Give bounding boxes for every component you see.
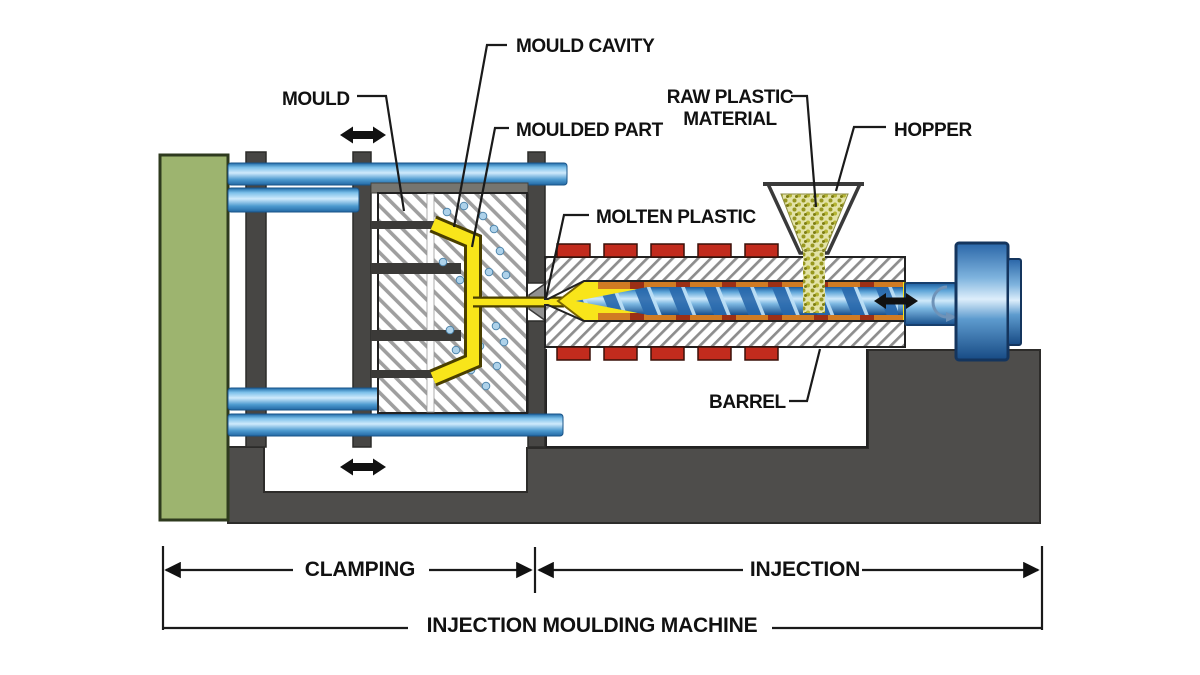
label-moulded-part: MOULDED PART bbox=[516, 120, 663, 141]
label-raw-plastic-line1: RAW PLASTIC bbox=[666, 87, 794, 108]
tie-bar-bottom-2 bbox=[227, 413, 564, 437]
leader-hopper bbox=[834, 125, 886, 192]
leader-mould-cavity bbox=[452, 43, 507, 228]
mould-block bbox=[371, 192, 564, 414]
heater-strip-top bbox=[598, 281, 903, 289]
shaft-move-arrow-icon bbox=[874, 293, 918, 309]
label-clamping-section: CLAMPING bbox=[304, 558, 416, 581]
label-machine-title: INJECTION MOULDING MACHINE bbox=[426, 614, 758, 637]
heater-blocks bbox=[556, 243, 779, 361]
move-arrow-icon-top bbox=[340, 126, 386, 144]
heater-strip-bottom bbox=[598, 313, 903, 321]
label-raw-plastic-line2: MATERIAL bbox=[683, 109, 777, 131]
plastic-pellets-column bbox=[803, 251, 825, 313]
drive-cylinder-cap bbox=[1007, 258, 1022, 346]
injection-unit bbox=[544, 182, 1022, 362]
leader-molten-plastic bbox=[544, 213, 589, 299]
ejector-bar bbox=[371, 221, 446, 229]
barrel-support-border bbox=[545, 349, 868, 448]
label-mould-cavity: MOULD CAVITY bbox=[516, 36, 655, 57]
ejector-bar bbox=[371, 370, 446, 378]
leader-lines bbox=[357, 43, 886, 403]
label-raw-plastic-material: RAW PLASTIC MATERIAL bbox=[667, 87, 794, 131]
move-arrow-icon-bottom bbox=[340, 458, 386, 476]
rotation-icon bbox=[931, 285, 957, 322]
leader-mould bbox=[357, 94, 406, 212]
dimension-lines bbox=[161, 546, 1044, 630]
mould-parting-line bbox=[426, 193, 435, 413]
label-molten-plastic: MOLTEN PLASTIC bbox=[596, 207, 756, 228]
tie-bar-top-2 bbox=[227, 187, 360, 213]
barrel-housing-bottom bbox=[544, 304, 906, 348]
ejector-bar bbox=[371, 330, 461, 341]
label-injection-section: INJECTION bbox=[749, 558, 861, 581]
moving-platen bbox=[352, 151, 372, 448]
label-barrel: BARREL bbox=[709, 392, 786, 413]
leader-barrel bbox=[789, 348, 822, 403]
label-hopper: HOPPER bbox=[894, 120, 972, 141]
barrel-support bbox=[546, 349, 867, 447]
fixed-end-plate bbox=[158, 153, 230, 522]
rear-platen bbox=[245, 151, 267, 448]
label-mould: MOULD bbox=[282, 89, 350, 110]
leader-moulded-part bbox=[470, 126, 509, 248]
drive-cylinder bbox=[954, 241, 1010, 362]
leader-raw-plastic bbox=[791, 94, 818, 208]
screw bbox=[576, 287, 903, 315]
mould-top-rail bbox=[370, 182, 529, 194]
ejector-bar bbox=[371, 263, 461, 274]
